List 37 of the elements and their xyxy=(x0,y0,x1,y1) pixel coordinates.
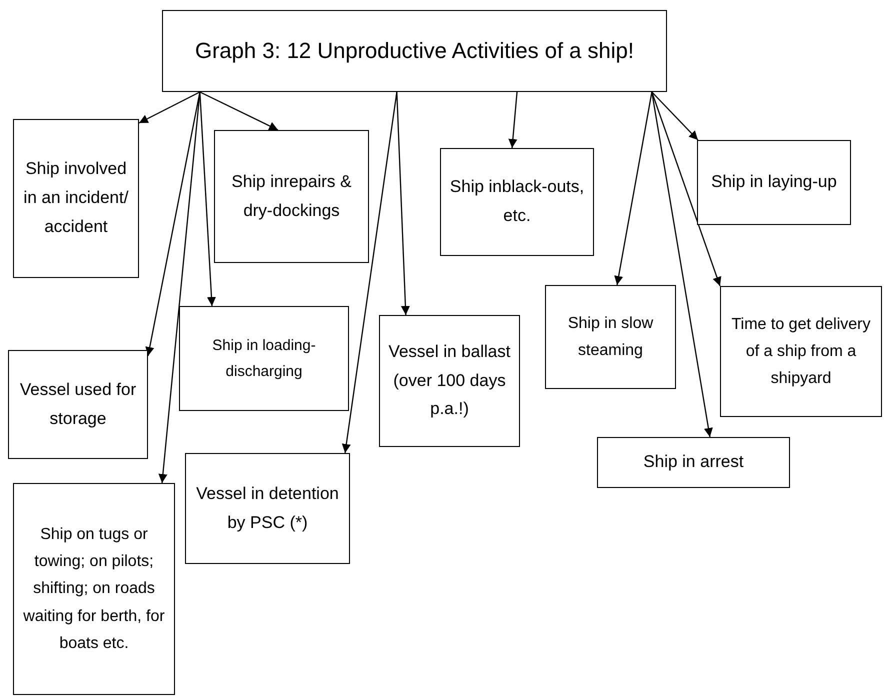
process-box xyxy=(545,285,676,389)
arrow xyxy=(396,92,410,316)
process-box xyxy=(697,140,851,225)
arrow xyxy=(145,92,200,356)
arrow xyxy=(138,91,200,124)
arrow xyxy=(200,91,278,131)
title-text: Graph 3: 12 Unproductive Activities of a ship! xyxy=(194,37,634,66)
arrow xyxy=(651,92,713,438)
activity-text: Ship involved in an incident/ accident xyxy=(22,158,130,238)
arrow xyxy=(651,92,698,140)
activity-text: Ship in arrest xyxy=(643,451,744,474)
process-box xyxy=(440,148,594,256)
activity-text: Vessel in ballast (over 100 days p.a.!) xyxy=(388,340,512,420)
arrow xyxy=(508,92,518,148)
activity-text: Ship inblack-outs, etc. xyxy=(448,176,586,227)
activity-text: Ship in laying-up xyxy=(711,171,837,194)
activity-text: Vessel used for storage xyxy=(18,378,138,430)
process-box xyxy=(379,315,520,447)
process-box xyxy=(8,350,148,459)
arrow xyxy=(651,92,722,286)
process-box xyxy=(214,130,369,263)
activity-text: Vessel in detention by PSC (*) xyxy=(195,482,340,534)
activity-text: Time to get delivery of a ship from a shipyard xyxy=(730,314,872,390)
arrow xyxy=(614,92,652,286)
activity-text: Ship in slow steaming xyxy=(566,314,654,361)
process-box xyxy=(720,286,882,417)
arrow xyxy=(199,92,216,306)
arrow xyxy=(342,92,398,454)
activity-text: Ship in loading-discharging xyxy=(211,336,317,382)
process-box xyxy=(179,306,349,411)
activity-text: Ship inrepairs & dry-dockings xyxy=(230,170,352,222)
title-box xyxy=(162,10,667,92)
process-box xyxy=(185,453,350,564)
process-box xyxy=(13,119,139,278)
process-box xyxy=(13,483,175,695)
process-box xyxy=(597,437,790,488)
activity-text: Ship on tugs or towing; on pilots; shifting; on roads waiting for berth, for boats etc. xyxy=(22,525,166,654)
